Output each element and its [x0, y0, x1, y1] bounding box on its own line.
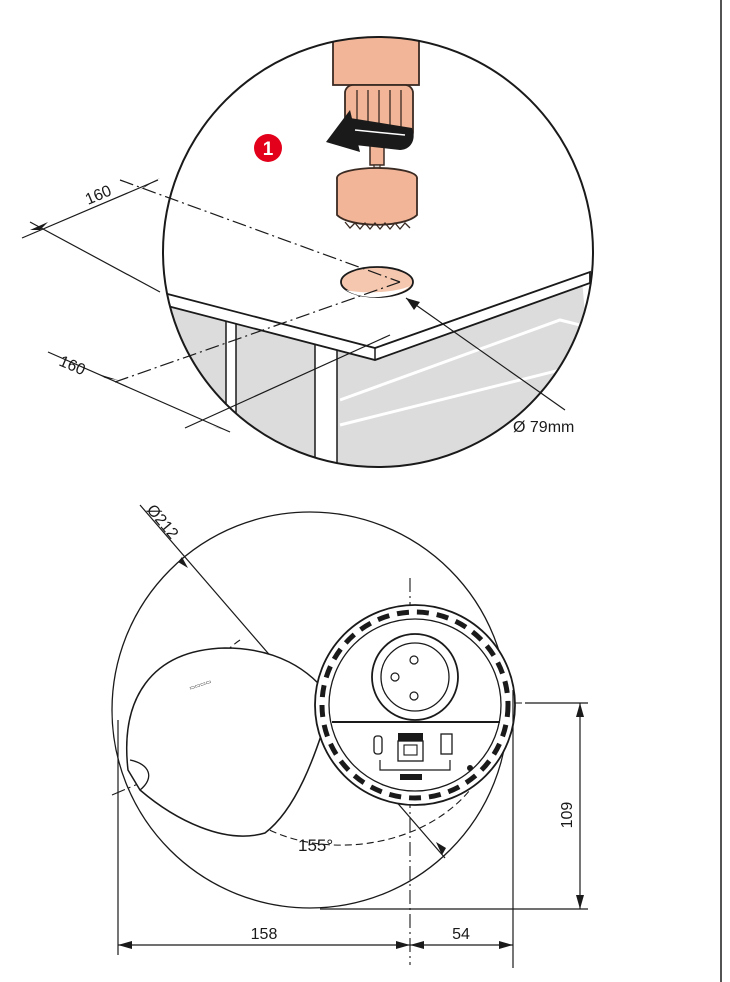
dim-height-label: 109 — [559, 802, 576, 829]
hole-leader: Ø 79mm — [405, 297, 574, 436]
dim-right-label: 54 — [452, 926, 470, 943]
dim-bottom: 158 54 — [117, 690, 514, 968]
plan-view: Ø212 155° ▭▭▭▭ — [111, 502, 588, 968]
drilling-detail: 1 160 160 Ø 79mm — [21, 36, 594, 468]
dim-side-label: 160 — [56, 353, 87, 379]
center-line — [114, 281, 401, 383]
step-marker: 1 — [254, 134, 282, 162]
dim-left-label: 158 — [251, 926, 278, 943]
hole-diameter-label: Ø 79mm — [513, 419, 574, 436]
angle-label: 155° — [298, 836, 333, 855]
drilled-hole — [340, 266, 414, 298]
magnifier-circle — [162, 36, 594, 468]
center-line — [119, 179, 401, 283]
open-lid: ▭▭▭▭ — [126, 647, 333, 837]
extension-line — [29, 221, 161, 293]
diameter-label: Ø212 — [143, 502, 181, 543]
ports-bracket — [379, 760, 451, 771]
magnified-view — [163, 37, 593, 467]
power-socket-icon — [371, 633, 459, 721]
usb-a-port-icon — [440, 733, 453, 755]
dim-height: 109 — [320, 702, 588, 910]
desk-leg — [314, 334, 338, 467]
dim-side: 160 — [47, 334, 391, 433]
rj45-port-icon — [397, 733, 424, 762]
rotation-arrow-icon — [326, 110, 414, 152]
step-number: 1 — [263, 139, 274, 160]
usb-c-port-icon — [373, 735, 383, 755]
dim-top-label: 160 — [83, 183, 114, 209]
brand-mark-icon — [400, 774, 422, 780]
socket-unit — [314, 604, 516, 806]
